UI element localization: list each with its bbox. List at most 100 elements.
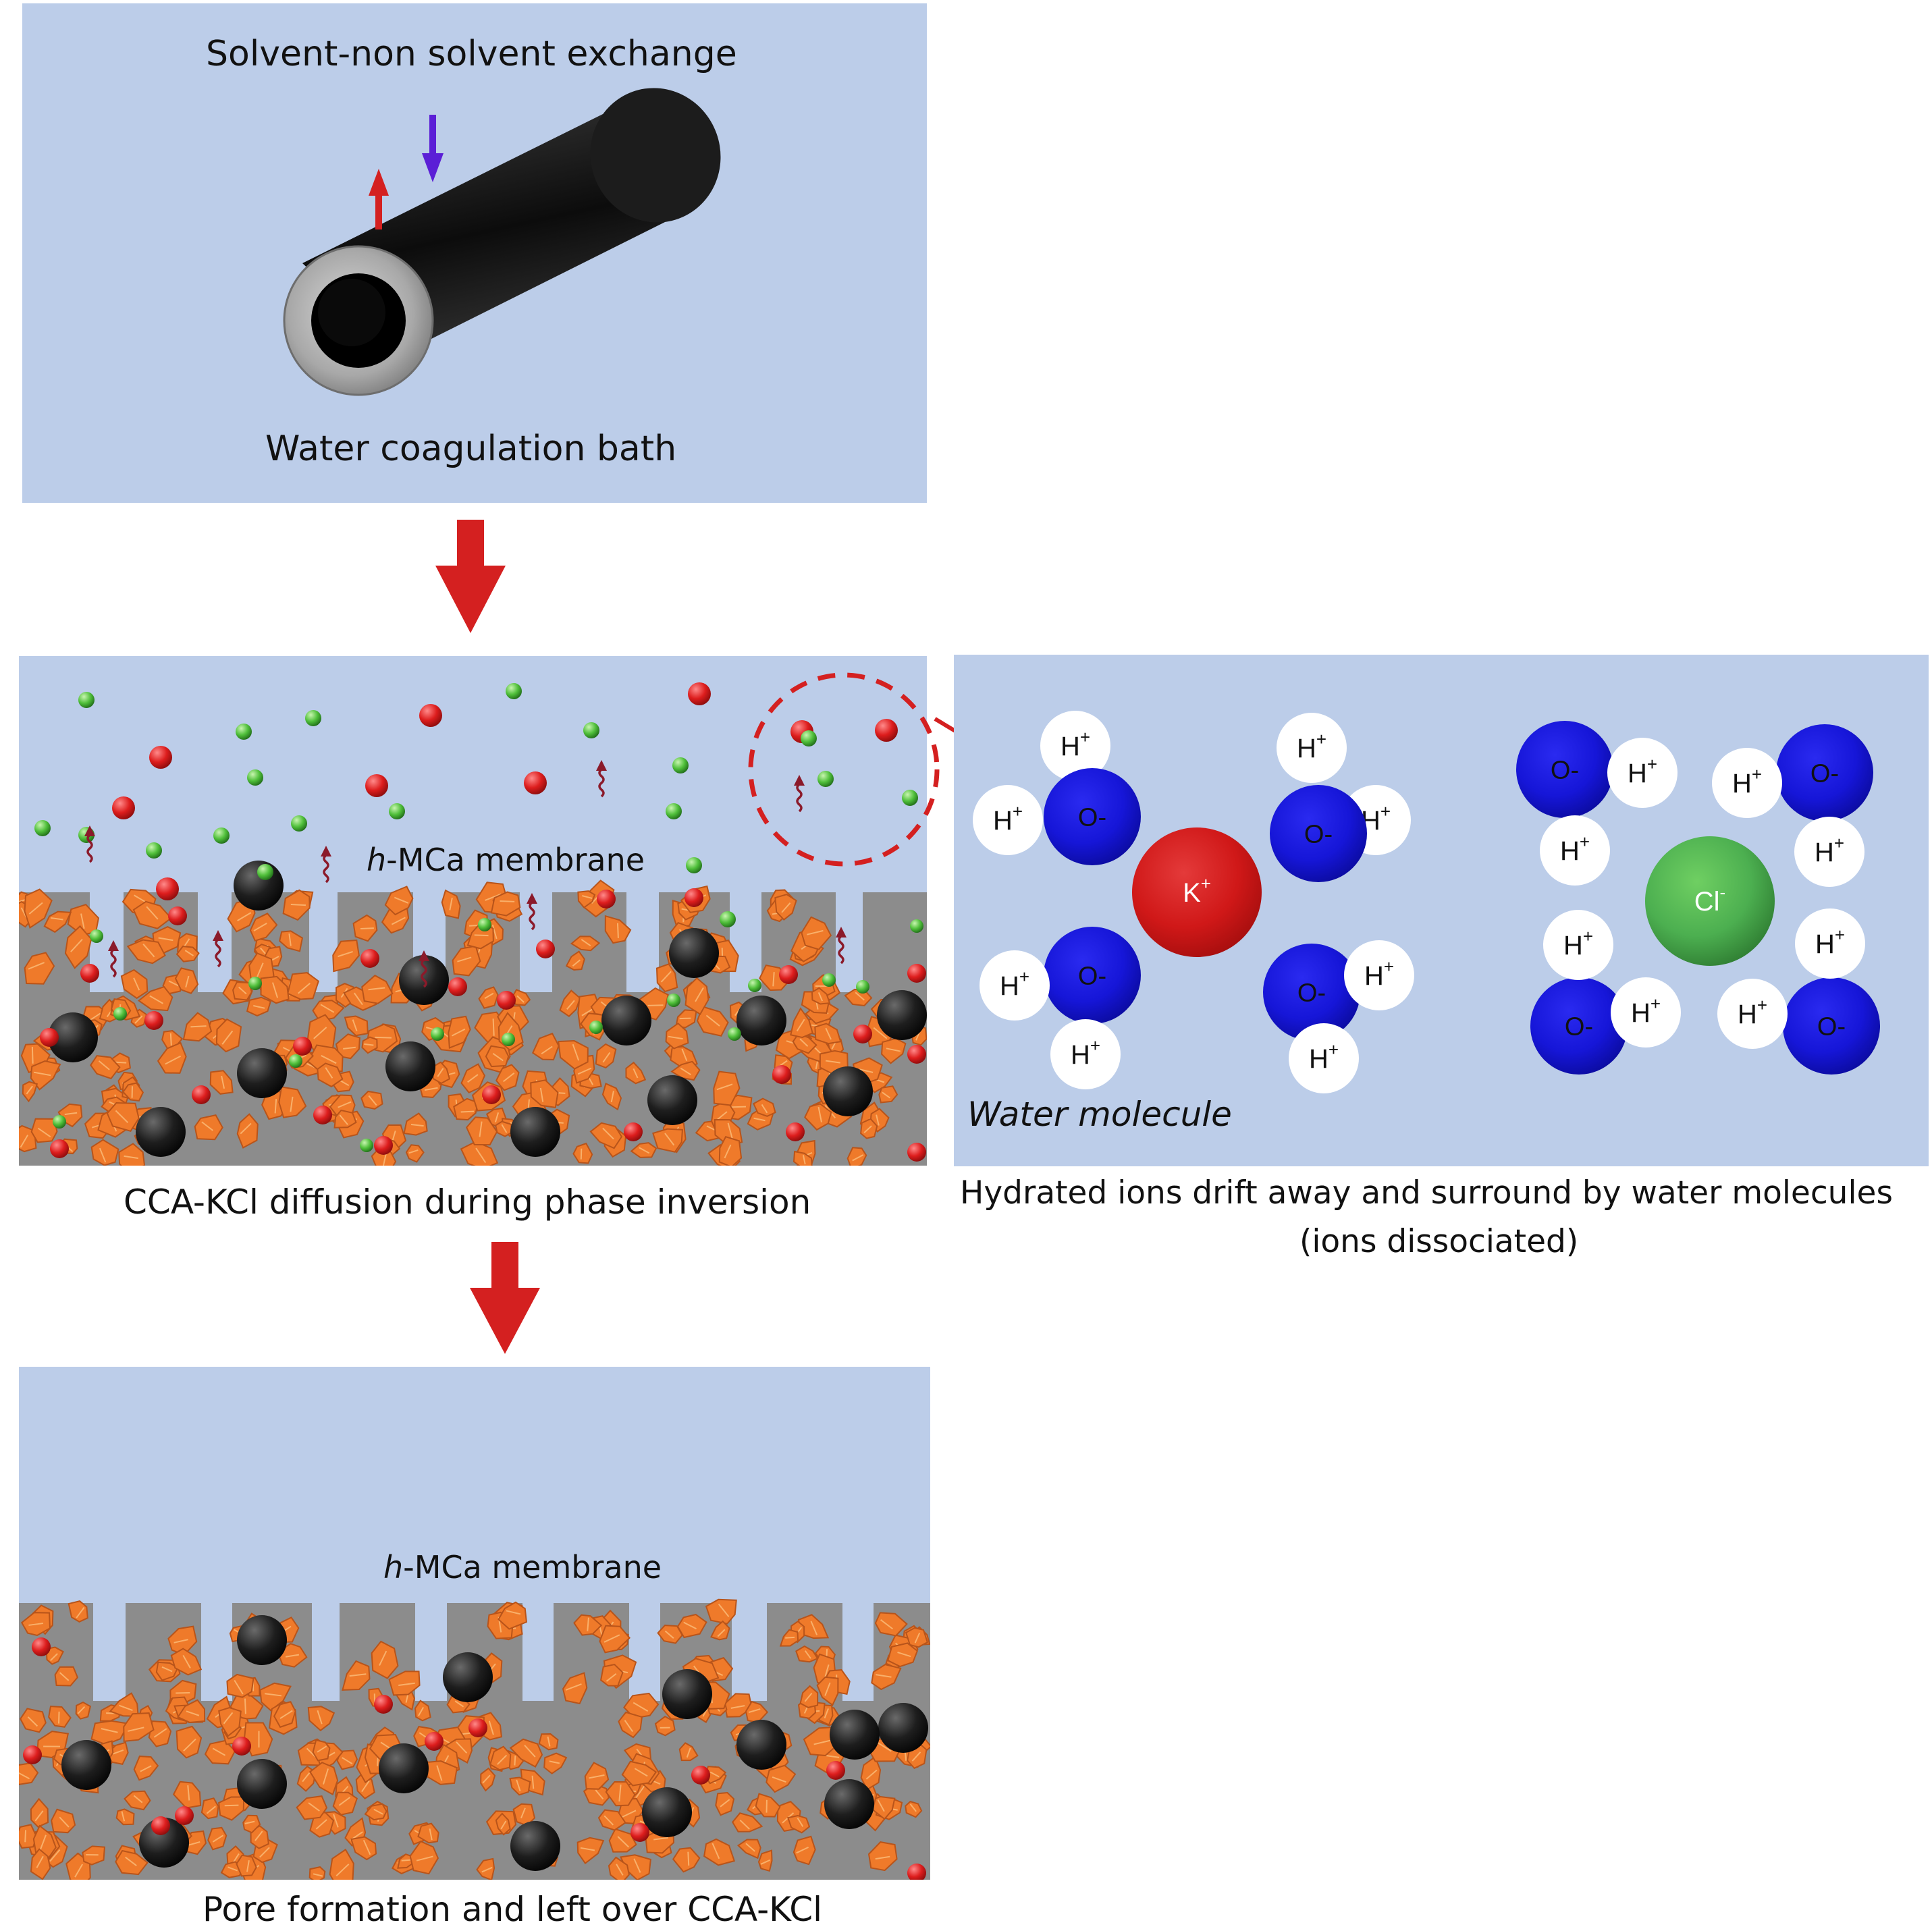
carbon-sphere	[601, 996, 651, 1045]
ceramic-particle	[218, 1706, 242, 1737]
chloride-ion	[431, 1027, 444, 1041]
oxygen-atom: O-	[1270, 785, 1367, 882]
carbon-sphere	[830, 1710, 880, 1760]
ceramic-particle	[604, 915, 632, 944]
chloride-ion	[822, 973, 836, 987]
chloride-ion	[213, 827, 230, 844]
carbon-sphere	[647, 1075, 697, 1125]
svg-text:O-: O-	[1810, 759, 1839, 788]
ceramic-particle	[342, 1660, 371, 1691]
down-arrow-icon-1	[435, 520, 506, 633]
carbon-sphere	[736, 1720, 786, 1770]
potassium-ion	[112, 796, 135, 819]
diffusion-arrow-icon	[527, 893, 537, 931]
ceramic-particle	[531, 1033, 560, 1061]
potassium-ion	[468, 1718, 487, 1737]
carbon-sphere	[662, 1669, 712, 1719]
ceramic-particle	[573, 1614, 603, 1636]
ceramic-particle	[844, 988, 873, 1007]
ceramic-particle	[361, 1036, 378, 1054]
ceramic-particle	[51, 1808, 76, 1834]
potassium-ion	[374, 1136, 393, 1155]
ceramic-particle	[453, 1097, 479, 1121]
ceramic-particle	[307, 1706, 336, 1732]
bottom-membrane-label: h-MCa membrane	[383, 1549, 662, 1585]
carbon-sphere	[61, 1740, 111, 1790]
ceramic-particle	[509, 1776, 531, 1796]
potassium-ion	[365, 774, 388, 797]
chloride-ion	[817, 771, 834, 787]
svg-text:O-: O-	[1551, 756, 1579, 784]
potassium-ion	[482, 1085, 501, 1104]
ceramic-particle	[207, 1826, 227, 1851]
chloride-ion	[78, 692, 95, 708]
potassium-ion	[907, 1143, 926, 1162]
svg-text:H+: H+	[1732, 764, 1762, 798]
ceramic-particle	[814, 1023, 842, 1045]
potassium-ion	[685, 888, 703, 907]
ceramic-particle	[194, 1114, 223, 1141]
ceramic-particle	[538, 1733, 559, 1751]
ceramic-particle	[296, 1795, 328, 1820]
ceramic-particle	[68, 1600, 88, 1623]
potassium-ion	[497, 991, 516, 1010]
carbon-sphere	[379, 1743, 429, 1793]
ceramic-particle	[242, 1814, 261, 1834]
ceramic-particle	[874, 1612, 908, 1637]
svg-text:H+: H+	[993, 801, 1023, 836]
ceramic-particle	[597, 1809, 626, 1831]
ceramic-particle	[786, 1814, 811, 1834]
chloride-ion	[305, 710, 321, 726]
oxygen-atom: O-	[1516, 721, 1613, 818]
ceramic-particle	[753, 1097, 776, 1117]
hydrogen-atom: H+	[1344, 940, 1414, 1010]
pore-formation-illustration	[19, 1598, 930, 1880]
chloride-ion	[360, 1139, 373, 1152]
membrane-suffix: -MCa membrane	[403, 1549, 662, 1585]
ceramic-particle	[218, 1796, 245, 1821]
ceramic-particle	[804, 1103, 832, 1131]
ceramic-particle	[226, 1673, 254, 1698]
svg-text:H+: H+	[1071, 1035, 1100, 1070]
ceramic-particle	[685, 977, 709, 1015]
svg-text:H+: H+	[1631, 994, 1661, 1028]
chloride-ion	[902, 790, 918, 806]
ceramic-particle	[543, 1752, 568, 1774]
top-panel: Solvent-non solvent exchange Water coagu…	[22, 3, 927, 503]
chloride-ion	[236, 724, 252, 740]
potassium-ion	[360, 949, 379, 968]
ceramic-particle	[22, 1081, 38, 1103]
ceramic-particle	[30, 1060, 61, 1091]
ceramic-particle	[600, 1663, 624, 1687]
ceramic-particle	[317, 1062, 344, 1088]
diffusion-arrow-icon	[794, 775, 805, 813]
ceramic-particle	[565, 950, 585, 971]
membrane-body	[19, 1598, 930, 1880]
ceramic-particle	[82, 1845, 106, 1866]
hydrogen-atom: H+	[1543, 910, 1613, 980]
ceramic-particle	[64, 925, 92, 969]
potassium-ion	[853, 1025, 872, 1043]
ceramic-particle	[176, 1725, 203, 1759]
ceramic-particle	[24, 952, 55, 985]
ceramic-particle	[309, 1762, 339, 1796]
potassium-ion	[691, 1766, 710, 1785]
ceramic-particle	[20, 1612, 51, 1637]
middle-membrane-label: h-MCa membrane	[367, 842, 645, 878]
diffusion-arrow-icon	[108, 940, 119, 978]
ceramic-particle	[360, 1090, 383, 1110]
potassium-ion	[448, 977, 467, 996]
ceramic-particle	[417, 1822, 439, 1844]
potassium-ion	[875, 719, 898, 742]
water-molecule-label: Water molecule	[967, 1095, 1232, 1134]
diffusion-arrow-icon	[419, 950, 429, 988]
hydrogen-atom: H+	[1040, 711, 1110, 781]
chloride-ion	[248, 977, 262, 990]
ceramic-particle	[572, 1142, 593, 1164]
potassium-ion	[374, 1695, 393, 1714]
ceramic-particle	[124, 1790, 151, 1811]
ceramic-particle	[887, 1642, 919, 1668]
ceramic-particle	[30, 1797, 49, 1828]
ceramic-particle	[123, 1712, 155, 1742]
ceramic-particle	[106, 1102, 140, 1132]
